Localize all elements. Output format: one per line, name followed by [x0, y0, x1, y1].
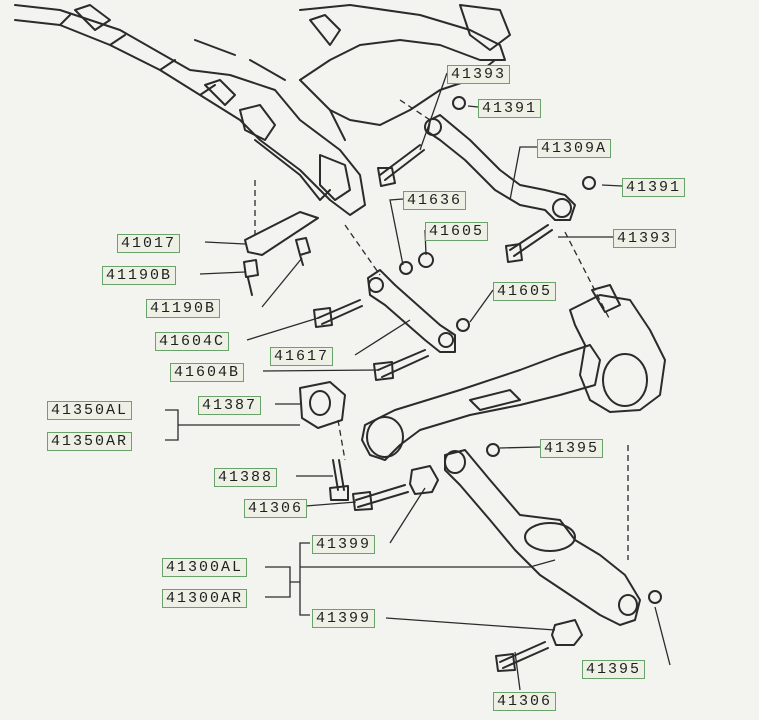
part-label-41309A: 41309A: [537, 139, 612, 158]
toe-link-41617: [367, 269, 456, 353]
trailing-arm-41350: [361, 344, 601, 461]
part-label-41387: 41387: [198, 396, 262, 415]
part-label-41605-b: 41605: [493, 282, 557, 301]
bushing-41399-top: [409, 465, 439, 495]
upper-arm-41309A: [424, 114, 576, 221]
part-label-41017: 41017: [117, 234, 181, 253]
bushing-41399-bottom: [551, 619, 583, 646]
part-label-41306-a: 41306: [244, 499, 308, 518]
part-label-41350AL: 41350AL: [47, 401, 133, 420]
part-label-41393-top: 41393: [447, 65, 511, 84]
leader-lines: [165, 72, 671, 691]
bushing-41387: [299, 381, 346, 429]
part-label-41395-a: 41395: [540, 439, 604, 458]
part-label-41300AR: 41300AR: [162, 589, 248, 608]
part-label-41388: 41388: [214, 468, 278, 487]
part-label-41391-mid: 41391: [622, 178, 686, 197]
part-label-41350AR: 41350AR: [47, 432, 133, 451]
part-label-41391-top: 41391: [478, 99, 542, 118]
part-label-41395-b: 41395: [582, 660, 646, 679]
part-label-41617: 41617: [270, 347, 334, 366]
part-label-41399-b: 41399: [312, 609, 376, 628]
part-label-41393-mid: 41393: [613, 229, 677, 248]
part-label-41399-a: 41399: [312, 535, 376, 554]
part-label-41190B-b: 41190B: [146, 299, 221, 318]
part-label-41605-a: 41605: [425, 222, 489, 241]
part-label-41300AL: 41300AL: [162, 558, 248, 577]
part-label-41604B: 41604B: [170, 363, 245, 382]
part-label-41604C: 41604C: [155, 332, 230, 351]
part-label-41636: 41636: [403, 191, 467, 210]
rear-subframe: [14, 4, 511, 216]
part-label-41190B-a: 41190B: [102, 266, 177, 285]
lower-arm-41300: [444, 449, 641, 626]
bracket-41017: [244, 211, 319, 256]
part-label-41306-b: 41306: [493, 692, 557, 711]
knuckle: [569, 284, 666, 413]
